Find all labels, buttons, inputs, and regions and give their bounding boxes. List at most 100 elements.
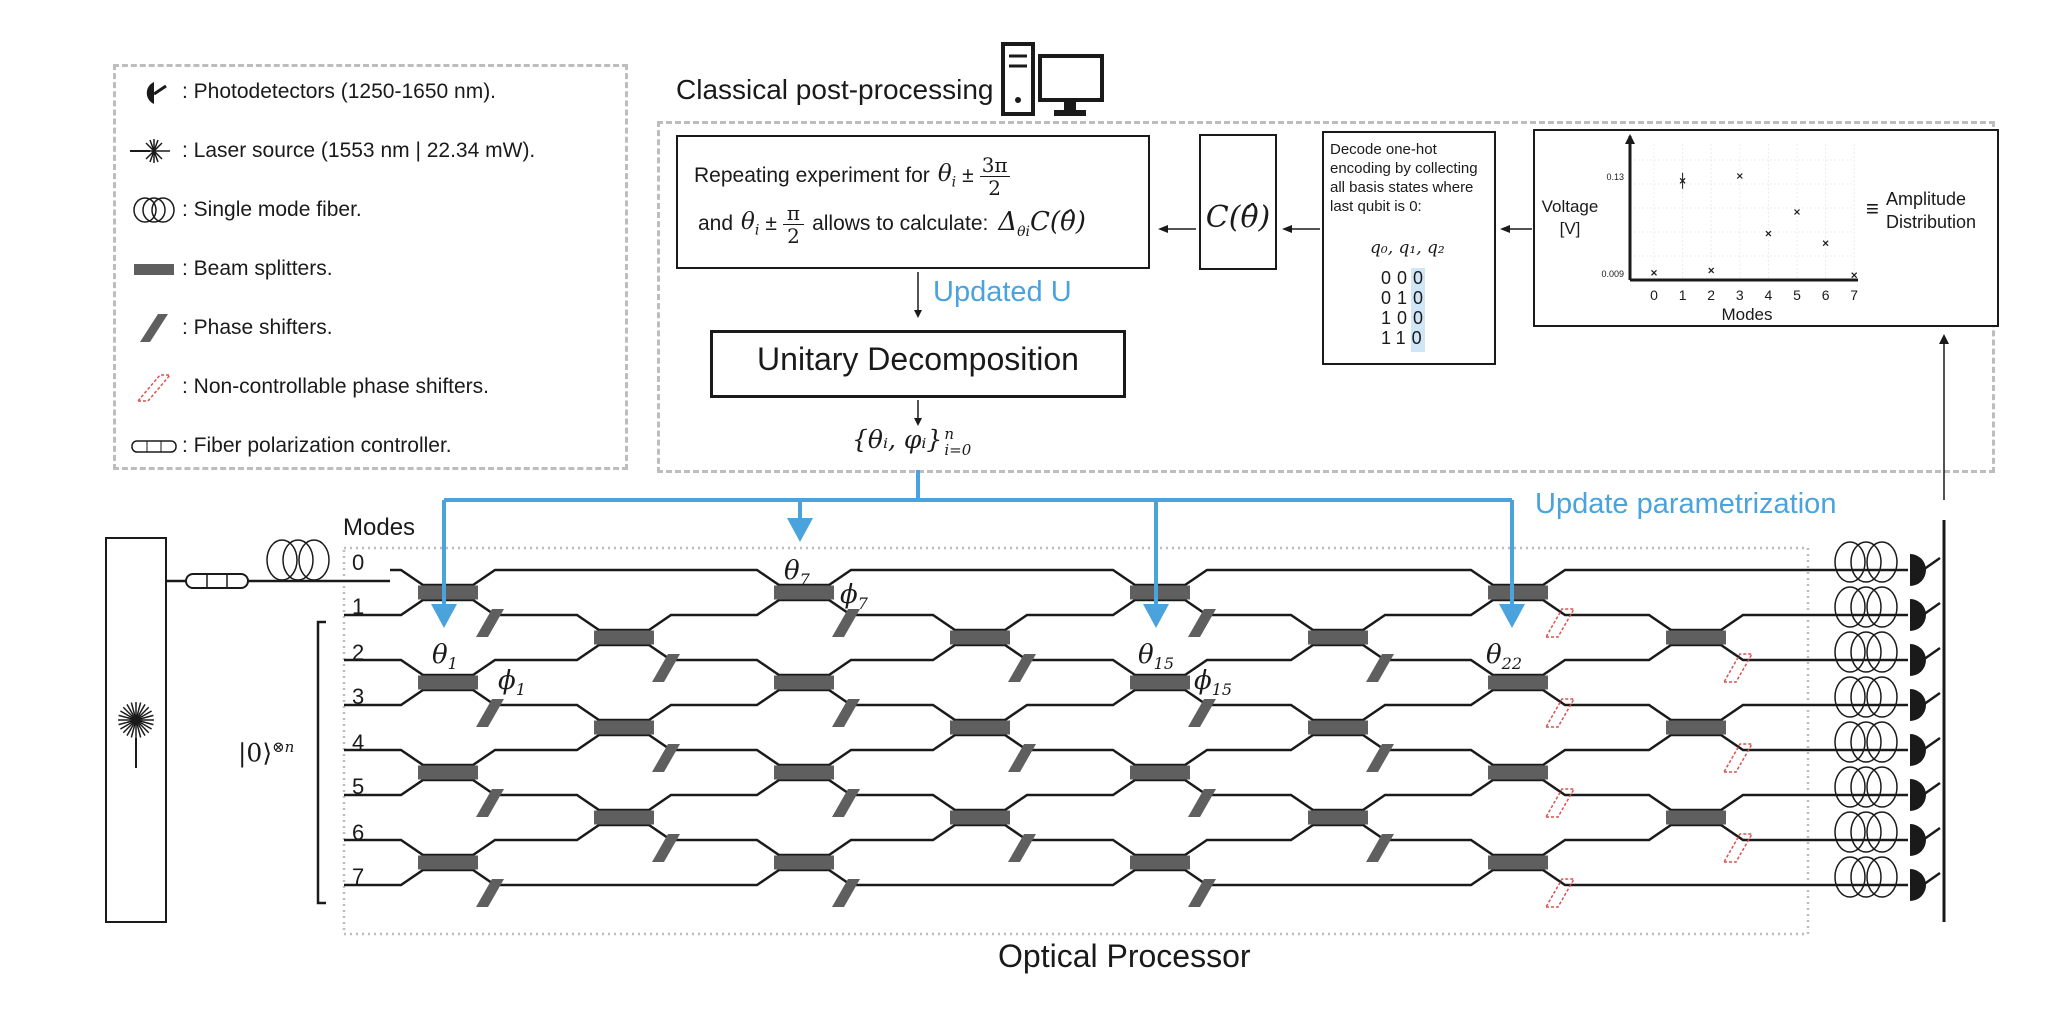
photodetector-icon [1910,734,1926,766]
data-point-mark [1651,269,1657,276]
data-point-mark [1708,267,1715,274]
decode-text: Decode one-hot encoding by collecting al… [1330,141,1478,215]
detector-lead [1919,781,1941,799]
arrow-head [914,310,922,318]
fraction-3pi-2: 3π 2 [979,154,1010,199]
qubits-header: q₀, q₁, q₂ [1370,238,1445,258]
phase-shifter [476,609,504,637]
theta-7-sym: θ [784,556,800,586]
theta-15-sym: θ [1138,640,1154,670]
output-fiber-coil-icon [1834,721,1898,763]
data-point-mark [1736,173,1743,179]
photodetector-icon [130,72,178,112]
arrow-head [1282,225,1292,233]
theta-1-sym: θ [432,640,448,670]
data-point-mark [1794,209,1800,215]
laser-icon [130,131,178,171]
equiv-sign: ≡ [1866,196,1879,221]
x-tick-label: 3 [1736,287,1744,303]
legend-item-beam-splitter: : Beam splitters. [130,249,333,289]
coil-loop [1866,766,1898,808]
y-tick-label: 0.13 [1606,172,1624,182]
beam-splitter [774,855,834,870]
coil-loop [1834,631,1866,673]
output-fiber-coil-icon [1834,586,1898,628]
beam-splitter [1666,810,1726,825]
gradient-sub: θi [1017,224,1031,241]
waveguide-mode-2 [344,643,1812,677]
phi-1-sym: ϕ [498,666,516,696]
label-phi-7: ϕ7 [840,580,868,613]
data-point [1651,269,1657,276]
x-tick-label: 7 [1850,287,1858,303]
fixed-phase-shifter [1722,833,1754,863]
mode-number-7: 7 [352,864,365,889]
phase-shifter-icon [130,308,178,348]
phase-shifter [1008,654,1036,682]
update-parametrization-label: Update parametrization [1535,488,1837,520]
theta-sub-2: i [754,222,760,239]
repeat-line-2: and θi ± π 2 allows to calculate: ΔθiC(θ… [698,198,1086,250]
beam-splitter [774,675,834,690]
beam-splitter [1308,720,1368,735]
frac2-num: π [782,202,805,225]
fixed-phase-shifter [1722,743,1754,773]
params-sup: n [944,424,954,443]
photodetector-icon [1910,824,1926,856]
legend-box [113,64,628,470]
detector-lead [1919,826,1941,844]
coil-loop [1866,586,1898,628]
output-fiber-coil-icon [1834,766,1898,808]
coil-loop [282,539,314,581]
legend-text-nonctrl: : Non-controllable phase shifters. [182,375,489,398]
waveguide-mode-3 [344,688,1812,722]
theta-sym-2: θ [741,209,755,236]
data-point-mark [1822,240,1829,247]
readout-arrow [1939,334,1949,344]
phase-shifter [1008,744,1036,772]
output-fiber-coil-icon [1834,631,1898,673]
phase-shifter [832,789,860,817]
arrow-head [914,418,922,426]
mode-number-3: 3 [352,684,365,709]
gradient-box [676,135,1150,269]
data-point [1765,230,1772,237]
coil-loop [1866,721,1898,763]
cost-function: C(θ̂) [1205,200,1271,235]
modes-label: Modes [343,514,416,541]
updated-u-label: Updated U [933,276,1072,308]
param-arrow-head [431,604,457,628]
phase-shifter [476,789,504,817]
legend-text-fiber: : Single mode fiber. [182,198,362,221]
arrow-head [1158,225,1168,233]
beam-splitter [1130,765,1190,780]
coil-loop [1834,676,1866,718]
beam-splitter [950,630,1010,645]
legend-text-phase-shifter: : Phase shifters. [182,316,333,339]
fixed-phase-shifter [1544,878,1576,908]
amplitude-label: Amplitude Distribution [1886,189,1977,232]
beam-splitter [1488,765,1548,780]
beam-splitter [594,630,654,645]
beam-splitter [774,585,834,600]
laser-box [105,537,167,923]
gradient-cost: C(θ̂) [1030,207,1086,238]
waveguide-mode-7 [344,868,1812,887]
gradient-delta: Δ [998,207,1018,238]
unitary-label: Unitary Decomposition [757,341,1079,377]
phase-shifter [476,879,504,907]
beam-splitter [418,585,478,600]
detector-lead [1919,871,1941,889]
x-axis-label: Modes [1721,305,1772,324]
theta-i-1: θi [938,161,956,191]
state-2: 100 [1381,308,1430,328]
input-ket: |0⟩ [238,738,273,768]
param-arrow-head [1143,604,1169,628]
theta-i-2: θi [741,209,759,239]
y-tick-label: 0.009 [1601,269,1624,279]
legend-item-photodetector: : Photodetectors (1250-1650 nm). [130,72,496,112]
last-qubit-highlight [1411,268,1425,352]
data-point [1708,267,1715,274]
